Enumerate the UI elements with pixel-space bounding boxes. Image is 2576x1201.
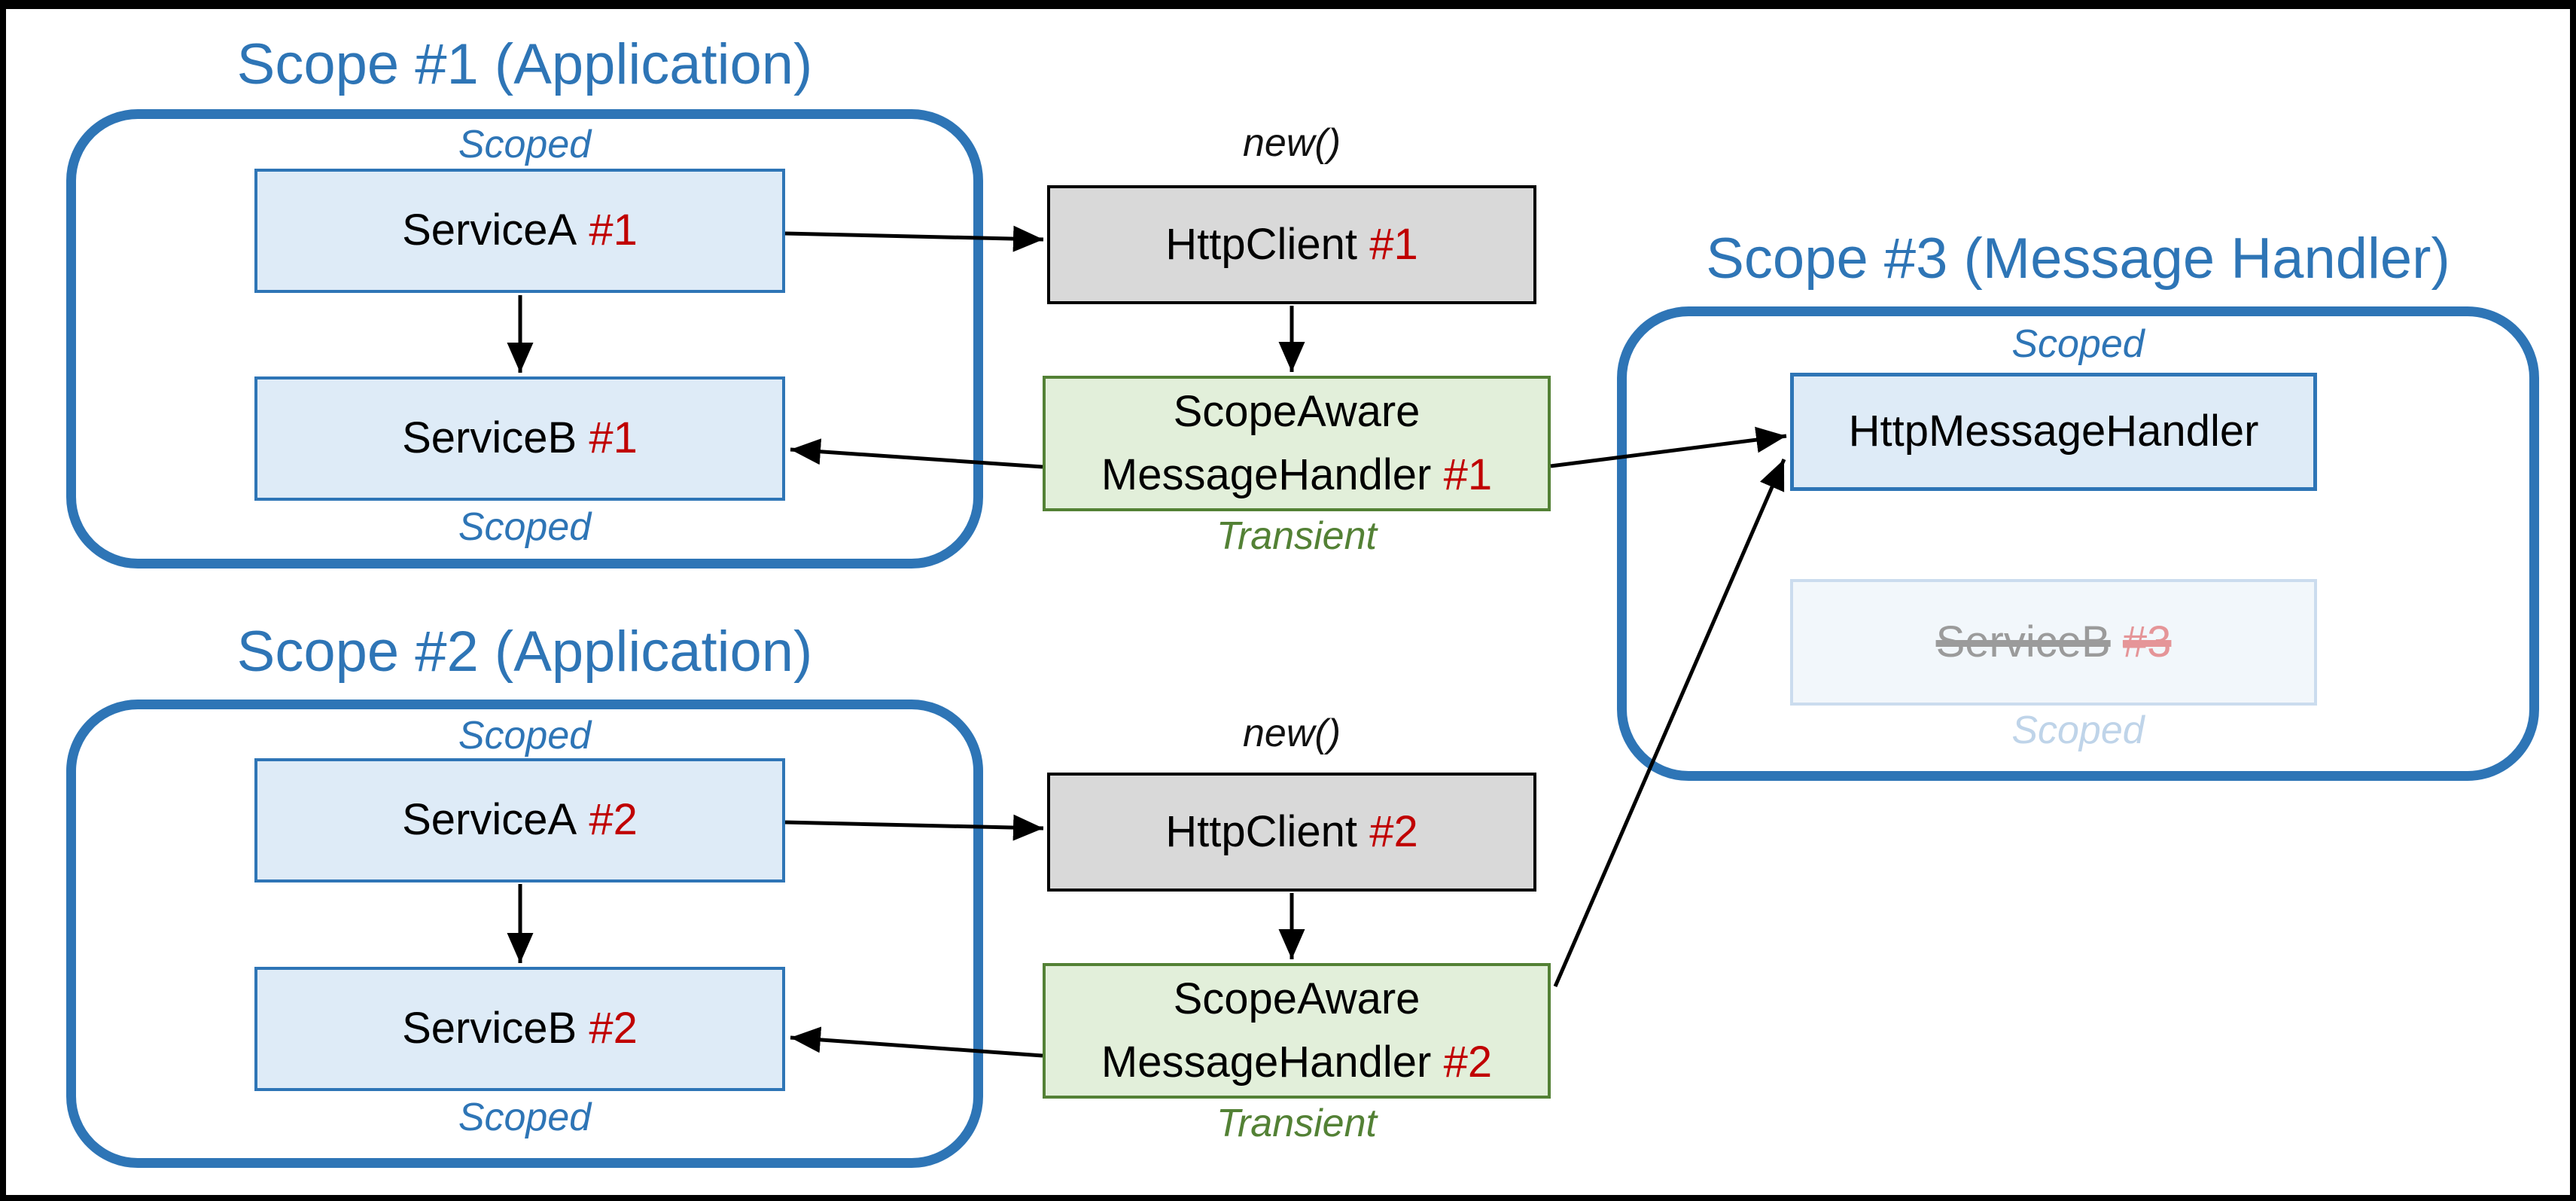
httpclient2-new-annotation: new() (1242, 712, 1341, 755)
httpmessagehandler-box: HttpMessageHandler (1790, 373, 2317, 491)
serviceb1-label: ServiceB (402, 413, 577, 463)
messagehandler1-line1: ScopeAware (1173, 386, 1420, 436)
httpclient2-box: HttpClient #2 (1047, 773, 1536, 892)
httpclient2-label: HttpClient (1165, 806, 1357, 856)
messagehandler1-box: ScopeAware MessageHandler#1 (1043, 376, 1551, 511)
serviceb3-instance: #3 (2122, 617, 2172, 666)
httpclient2-instance: #2 (1369, 806, 1418, 856)
httpclient1-new-annotation: new() (1242, 121, 1341, 165)
messagehandler2-line2: MessageHandler#2 (1101, 1031, 1492, 1094)
servicea1-box: ServiceA #1 (254, 169, 785, 293)
diagram-canvas: Scope #1 (Application) Scoped ServiceA #… (6, 9, 2570, 1195)
scope3-scoped-bottom-label: Scoped (2011, 709, 2145, 752)
scope3-scoped-top-label: Scoped (2011, 322, 2145, 366)
serviceb1-instance: #1 (589, 413, 638, 463)
scope2-scoped-bottom-label: Scoped (458, 1096, 592, 1139)
serviceb2-label: ServiceB (402, 1004, 577, 1053)
scope1-scoped-top-label: Scoped (458, 123, 592, 166)
messagehandler1-line2: MessageHandler#1 (1101, 444, 1492, 507)
scope1-title: Scope #1 (Application) (236, 32, 813, 96)
servicea1-instance: #1 (589, 206, 638, 255)
messagehandler1-label: MessageHandler (1101, 450, 1432, 499)
messagehandler2-line1: ScopeAware (1173, 974, 1420, 1023)
servicea2-instance: #2 (589, 795, 638, 845)
messagehandler2-transient-annotation: Transient (1216, 1102, 1377, 1145)
servicea2-label: ServiceA (402, 795, 577, 845)
httpmessagehandler-label: HttpMessageHandler (1848, 407, 2259, 456)
messagehandler2-instance: #2 (1443, 1038, 1493, 1087)
scope3-title: Scope #3 (Message Handler) (1706, 227, 2450, 291)
messagehandler1-transient-annotation: Transient (1216, 514, 1377, 558)
httpclient1-label: HttpClient (1165, 219, 1357, 269)
scope2-title: Scope #2 (Application) (236, 620, 813, 684)
httpclient1-box: HttpClient #1 (1047, 185, 1536, 304)
servicea2-box: ServiceA #2 (254, 758, 785, 882)
serviceb1-box: ServiceB #1 (254, 376, 785, 501)
serviceb3-label: ServiceB (1935, 617, 2111, 666)
httpclient1-instance: #1 (1369, 219, 1418, 269)
messagehandler2-label: MessageHandler (1101, 1038, 1432, 1087)
scope2-scoped-top-label: Scoped (458, 714, 592, 757)
scope1-scoped-bottom-label: Scoped (458, 505, 592, 549)
messagehandler1-instance: #1 (1443, 450, 1493, 499)
scope1-container (66, 109, 983, 568)
servicea1-label: ServiceA (402, 206, 577, 255)
serviceb3-disposed-box: ServiceB #3 (1790, 579, 2317, 706)
serviceb2-instance: #2 (589, 1004, 638, 1053)
serviceb2-box: ServiceB #2 (254, 967, 785, 1091)
messagehandler2-box: ScopeAware MessageHandler#2 (1043, 963, 1551, 1099)
